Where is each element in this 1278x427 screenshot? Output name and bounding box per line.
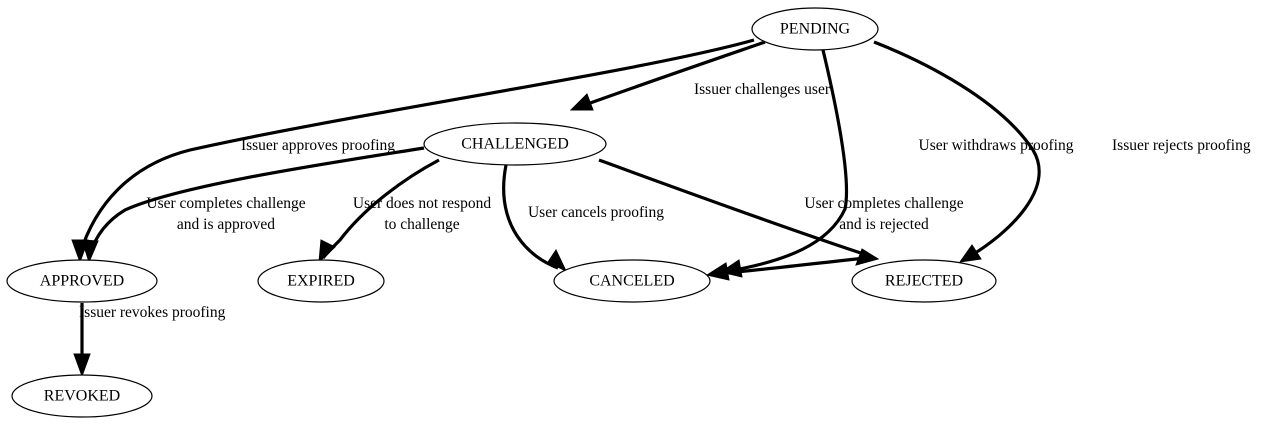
edge-pending-canceled-path: [728, 49, 849, 273]
edge-rejected-canceled[interactable]: [705, 256, 866, 281]
edge-pending-approved-path: [78, 38, 755, 255]
edge-label-user-does-not-respond-line1: User does not respond: [353, 195, 491, 212]
edge-approved-revoked[interactable]: [73, 303, 91, 378]
edge-pending-challenged-path: [578, 40, 766, 109]
edge-pending-challenged[interactable]: [569, 40, 766, 111]
node-revoked-ellipse: [11, 374, 153, 418]
edge-label-issuer-challenges-user: Issuer challenges user: [694, 81, 831, 98]
edge-pending-rejected-arrowhead: [958, 244, 982, 263]
node-pending-label: PENDING: [780, 21, 851, 38]
node-approved[interactable]: APPROVED: [6, 259, 158, 303]
edge-challenged-canceled[interactable]: [502, 164, 568, 273]
node-expired-ellipse: [257, 259, 385, 303]
node-challenged[interactable]: CHALLENGED: [423, 122, 607, 166]
node-pending-ellipse: [751, 7, 879, 51]
node-rejected-label: REJECTED: [885, 273, 963, 290]
edge-label-user-cancels-proofing: User cancels proofing: [528, 204, 664, 221]
edge-challenged-canceled-path: [502, 164, 559, 270]
edge-challenged-canceled-arrowhead: [547, 248, 568, 273]
node-challenged-label: CHALLENGED: [461, 136, 569, 153]
nodes-layer: PENDING CHALLENGED APPROVED EXPIRED CANC…: [6, 7, 997, 418]
edge-label-user-withdraws-proofing: User withdraws proofing: [919, 137, 1074, 154]
edge-approved-revoked-arrowhead: [73, 353, 91, 378]
edge-rejected-canceled-path: [714, 256, 866, 276]
edge-pending-rejected[interactable]: [873, 40, 1041, 263]
node-challenged-ellipse: [423, 122, 607, 166]
node-rejected[interactable]: REJECTED: [851, 259, 997, 303]
edges-layer: [71, 38, 1041, 378]
node-revoked-label: REVOKED: [44, 388, 120, 405]
edge-label-issuer-revokes-proofing: Issuer revokes proofing: [79, 304, 226, 321]
edge-pending-challenged-arrowhead: [569, 93, 594, 111]
edge-label-user-completes-challenge-rejected-line1: User completes challenge: [804, 195, 963, 212]
edge-challenged-rejected[interactable]: [598, 158, 880, 266]
node-revoked[interactable]: REVOKED: [11, 374, 153, 418]
edge-challenged-expired[interactable]: [318, 158, 440, 264]
edge-label-user-does-not-respond-line2: to challenge: [384, 216, 459, 233]
edge-label-user-completes-challenge-approved-line1: User completes challenge: [146, 195, 305, 212]
edge-challenged-approved-path: [88, 146, 425, 255]
edge-label-issuer-approves-proofing: Issuer approves proofing: [241, 137, 395, 154]
node-rejected-ellipse: [851, 259, 997, 303]
node-pending[interactable]: PENDING: [751, 7, 879, 51]
edge-challenged-rejected-arrowhead: [855, 248, 880, 266]
edge-rejected-canceled-arrowhead: [705, 262, 730, 281]
edge-label-issuer-rejects-proofing: Issuer rejects proofing: [1112, 137, 1251, 154]
node-canceled-label: CANCELED: [589, 273, 674, 290]
edge-label-user-completes-challenge-rejected-line2: and is rejected: [839, 216, 929, 233]
edge-challenged-approved-arrowhead: [81, 239, 99, 264]
node-canceled-ellipse: [553, 259, 711, 303]
edge-label-user-completes-challenge-approved-line2: and is approved: [177, 216, 275, 233]
node-expired[interactable]: EXPIRED: [257, 259, 385, 303]
edge-challenged-approved[interactable]: [81, 146, 425, 264]
edge-pending-rejected-path: [873, 40, 1041, 260]
edge-labels-layer: Issuer approves proofing Issuer challeng…: [79, 81, 1251, 321]
node-approved-ellipse: [6, 259, 158, 303]
edge-challenged-expired-arrowhead: [318, 239, 336, 264]
node-approved-label: APPROVED: [40, 273, 124, 290]
node-canceled[interactable]: CANCELED: [553, 259, 711, 303]
edge-challenged-rejected-path: [598, 158, 871, 258]
node-expired-label: EXPIRED: [287, 273, 355, 290]
